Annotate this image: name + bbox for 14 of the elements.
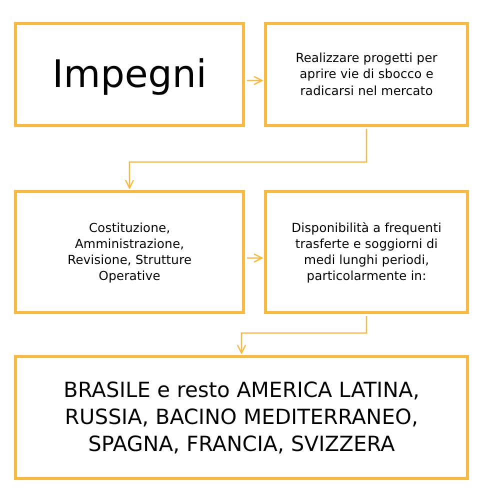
process-box <box>264 190 469 314</box>
arrow <box>247 76 263 86</box>
process-box <box>14 22 245 127</box>
process-box <box>14 355 469 480</box>
arrow <box>236 316 368 354</box>
arrow <box>247 253 263 263</box>
process-box <box>264 22 469 127</box>
box-text: Disponibilità a frequenti trasferte e soggiorni di medi lunghi periodi, particolarmente in: <box>290 220 442 284</box>
process-box <box>14 190 245 314</box>
box-text: Costituzione, Amministrazione, Revisione, Strutture Operative <box>66 220 193 284</box>
box-text: Impegni <box>52 50 207 98</box>
arrow <box>124 129 368 189</box>
box-text: Realizzare progetti per aprire vie di sbocco e radicarsi nel mercato <box>294 50 438 99</box>
box-text: BRASILE e resto AMERICA LATINA, RUSSIA, BACINO MEDITERRANEO, SPAGNA, FRANCIA, SVIZZERA <box>62 376 420 458</box>
